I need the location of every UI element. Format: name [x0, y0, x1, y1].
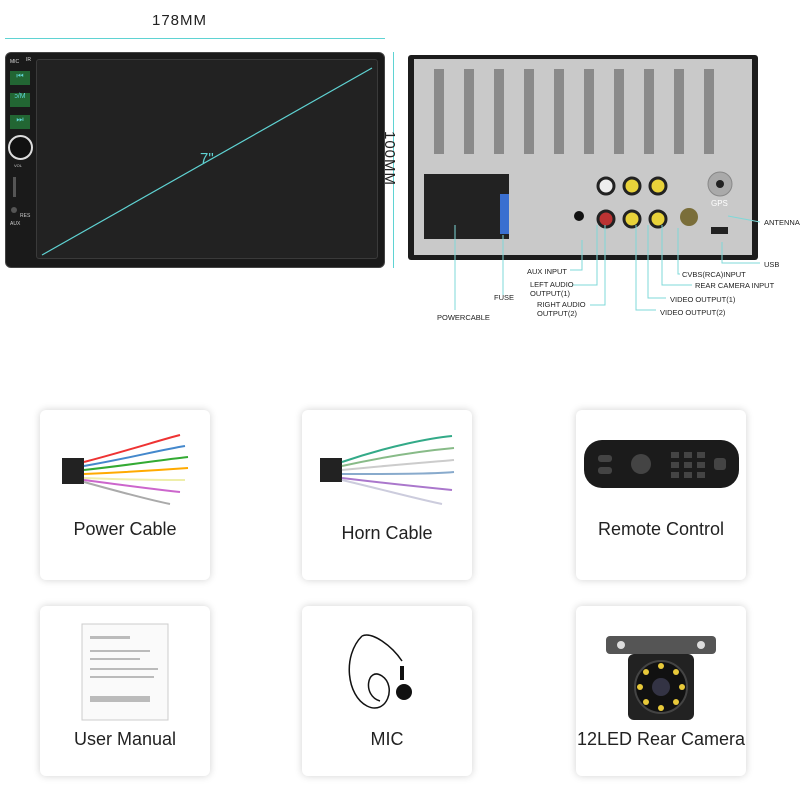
accessory-label: Horn Cable [341, 523, 433, 543]
sd-slot[interactable] [13, 177, 16, 197]
accessory-card-user-manual: User Manual [40, 606, 210, 776]
callout-lines [454, 215, 761, 311]
next-button[interactable]: ⏭ [10, 115, 30, 129]
accessory-label: Power Cable [73, 519, 177, 539]
fuse-label: FUSE [494, 293, 515, 302]
accessory-label: User Manual [73, 729, 177, 749]
mic-label: MIC [10, 59, 20, 65]
diagonal-line [41, 67, 373, 256]
aux-label: AUX [10, 221, 21, 227]
res-label: RES [20, 213, 31, 219]
mic-image [348, 634, 412, 709]
accessory-card-rear-camera: 12LED Rear Camera [576, 606, 746, 776]
ir-label: IR [26, 57, 31, 63]
accessory-label: MIC [370, 729, 404, 749]
chassis: GPS [414, 59, 752, 255]
powercable-label: POWERCABLE [437, 313, 490, 322]
horn-cable-image [320, 435, 455, 505]
reset-button[interactable] [11, 207, 17, 213]
width-dimension: 178MM [152, 12, 208, 29]
power-cable-image [62, 434, 189, 505]
video2-label: VIDEO OUTPUT(2) [660, 308, 726, 317]
aux-input-label: AUX INPUT [527, 267, 568, 276]
accessory-label: Remote Control [597, 519, 725, 539]
heatsink-fins [424, 69, 733, 239]
usb-label: USB [764, 260, 780, 269]
vol-label: VOL [14, 163, 23, 168]
touchscreen[interactable]: 7" [36, 59, 378, 259]
height-dimension-line [393, 52, 394, 268]
accessory-card-mic: MIC [302, 606, 472, 776]
rear-camera-image [606, 636, 716, 720]
accessory-label: 12LED Rear Camera [576, 729, 746, 749]
gps-label: GPS [711, 199, 728, 208]
mode-button[interactable]: ↄ/M [10, 93, 30, 107]
rear-camera-label: REAR CAMERA INPUT [695, 281, 775, 290]
volume-knob[interactable] [8, 135, 33, 160]
right-audio-label: RIGHT AUDIO OUTPUT(2) [537, 300, 586, 318]
accessory-card-power-cable: Power Cable [40, 410, 210, 580]
user-manual-image [81, 623, 169, 721]
width-dimension-line [5, 38, 385, 39]
prev-button[interactable]: ⏮ [10, 71, 30, 85]
remote-control-image [584, 440, 739, 488]
video1-label: VIDEO OUTPUT(1) [670, 295, 736, 304]
left-audio-label: LEFT AUDIO OUTPUT(1) [530, 280, 574, 298]
accessory-card-horn-cable: Horn Cable [302, 410, 472, 580]
antenna-label: ANTENNA [764, 218, 800, 227]
cvbs-label: CVBS(RCA)INPUT [682, 270, 746, 279]
head-unit-rear: GPS [408, 55, 758, 260]
screen-size-label: 7" [200, 150, 214, 167]
head-unit-front: 7" MIC IR ⏮ ↄ/M ⏭ VOL RES AUX [5, 52, 385, 268]
accessory-card-remote-control: Remote Control [576, 410, 746, 580]
